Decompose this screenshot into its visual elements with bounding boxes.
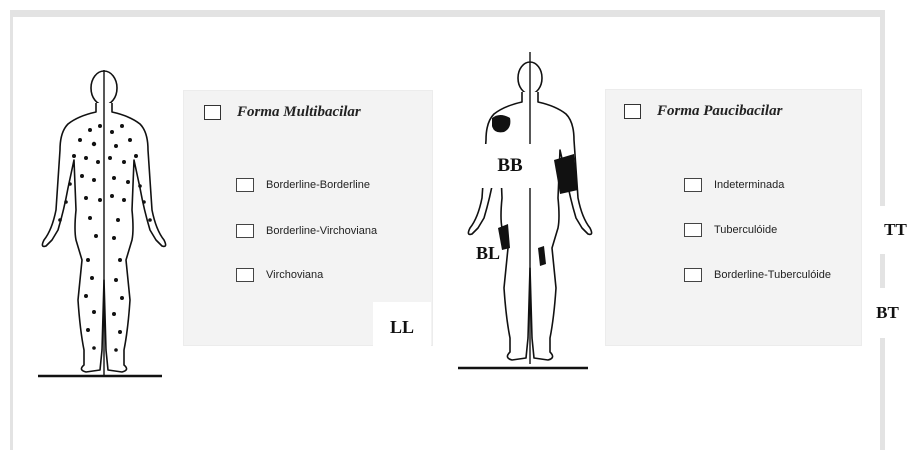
option-label: Indeterminada xyxy=(714,179,784,191)
label-tt: TT xyxy=(878,206,913,254)
label-bl: BL xyxy=(470,240,506,266)
label-bt: BT xyxy=(862,288,913,338)
label-bb: BB xyxy=(472,144,548,188)
borderline-virchoviana-checkbox[interactable] xyxy=(236,224,254,238)
option-label: Virchoviana xyxy=(266,269,323,281)
indeterminada-checkbox[interactable] xyxy=(684,178,702,192)
option-borderline-borderline[interactable]: Borderline-Borderline xyxy=(236,178,370,192)
paucibacilar-heading-label: Forma Paucibacilar xyxy=(657,103,782,120)
option-borderline-virchoviana[interactable]: Borderline-Virchoviana xyxy=(236,224,377,238)
option-label: Borderline-Borderline xyxy=(266,179,370,191)
body-figure-paucibacilar xyxy=(452,52,602,382)
option-label: Borderline-Tuberculóide xyxy=(714,269,831,281)
option-virchoviana[interactable]: Virchoviana xyxy=(236,268,323,282)
body-figure-multibacilar xyxy=(30,60,180,390)
borderline-borderline-checkbox[interactable] xyxy=(236,178,254,192)
virchoviana-checkbox[interactable] xyxy=(236,268,254,282)
option-borderline-tuberculoide[interactable]: Borderline-Tuberculóide xyxy=(684,268,831,282)
multibacilar-heading-label: Forma Multibacilar xyxy=(237,104,361,121)
paucibacilar-heading[interactable]: Forma Paucibacilar xyxy=(624,103,782,120)
frame-left-border xyxy=(10,10,13,450)
option-tuberculoide[interactable]: Tuberculóide xyxy=(684,223,777,237)
paucibacilar-checkbox[interactable] xyxy=(624,104,641,119)
option-label: Borderline-Virchoviana xyxy=(266,225,377,237)
multibacilar-checkbox[interactable] xyxy=(204,105,221,120)
borderline-tuberculoide-checkbox[interactable] xyxy=(684,268,702,282)
multibacilar-heading[interactable]: Forma Multibacilar xyxy=(204,104,361,121)
tuberculoide-checkbox[interactable] xyxy=(684,223,702,237)
option-label: Tuberculóide xyxy=(714,224,777,236)
option-indeterminada[interactable]: Indeterminada xyxy=(684,178,784,192)
frame-top-border xyxy=(10,10,885,17)
label-ll: LL xyxy=(373,302,431,352)
paucibacilar-panel xyxy=(605,89,862,346)
